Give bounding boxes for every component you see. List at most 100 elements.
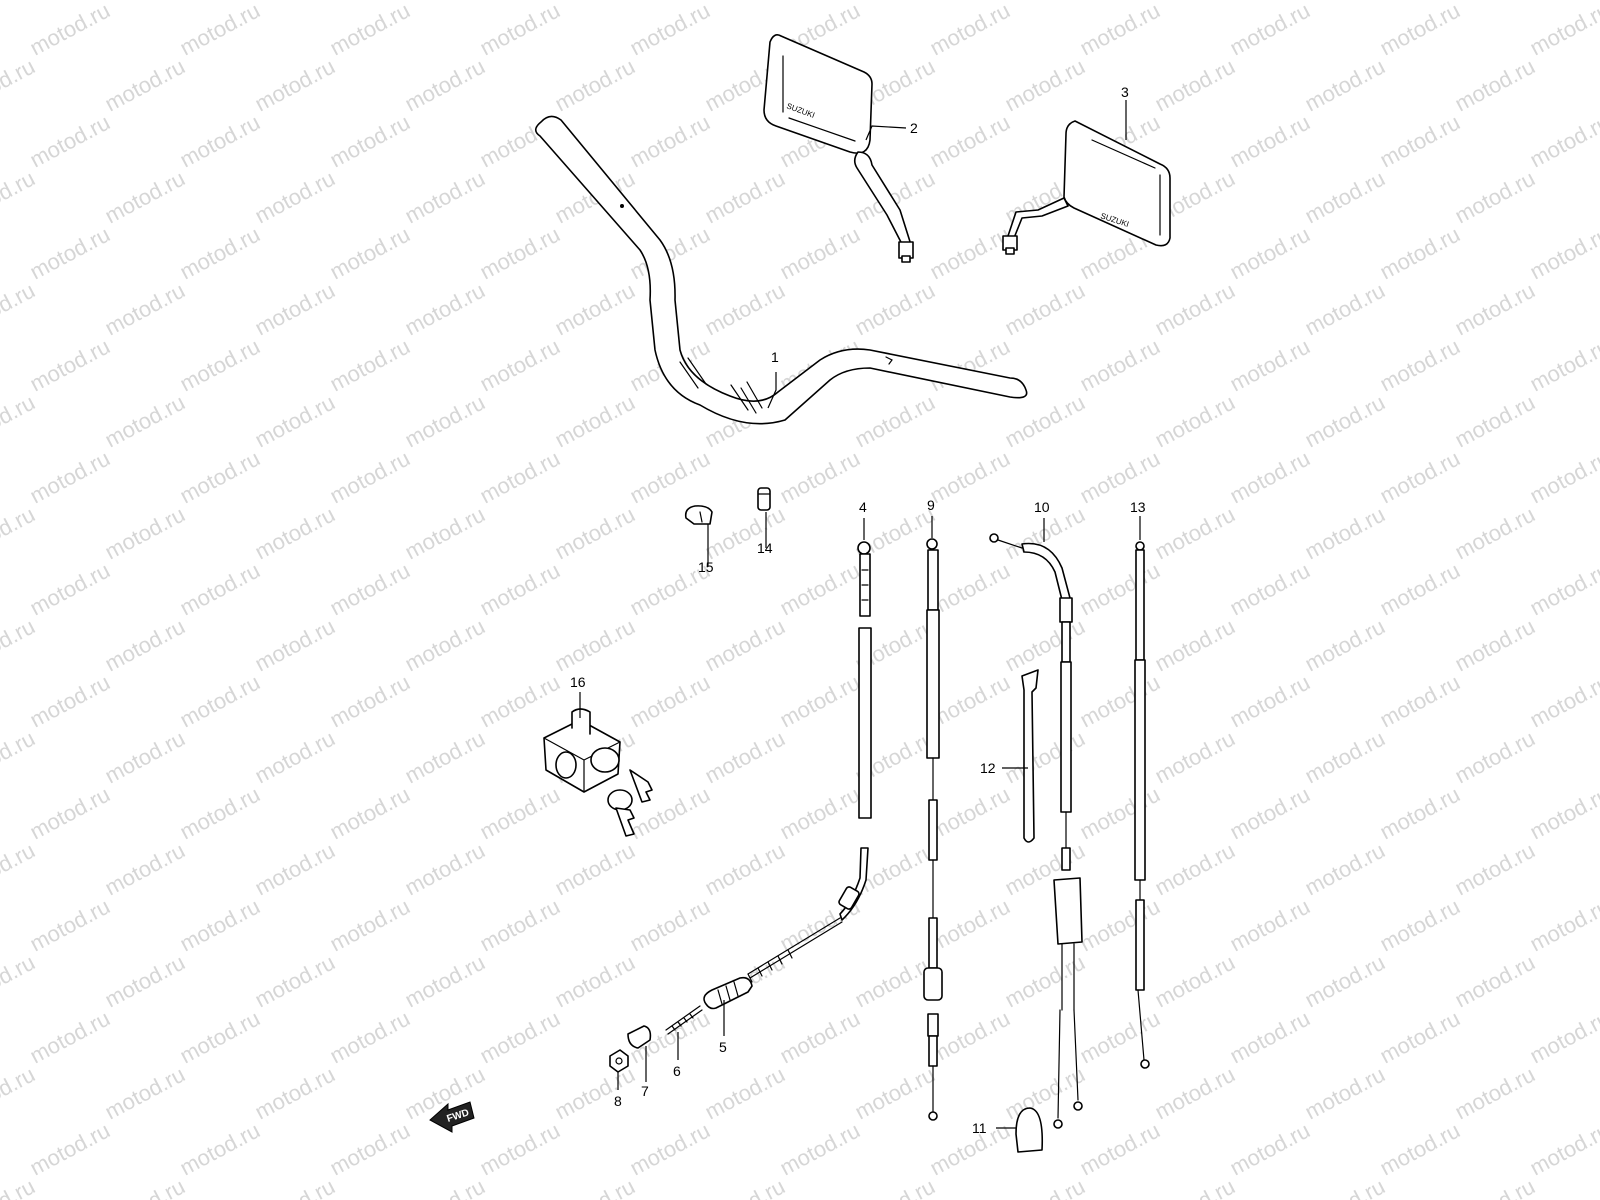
watermark-text: motod.ru bbox=[1226, 334, 1314, 397]
watermark-text: motod.ru bbox=[1001, 614, 1089, 677]
watermark-text: motod.ru bbox=[1451, 614, 1539, 677]
watermark-text: motod.ru bbox=[551, 950, 639, 1013]
watermark-text: motod.ru bbox=[1451, 166, 1539, 229]
watermark-text: motod.ru bbox=[401, 390, 489, 453]
watermark-text: motod.ru bbox=[401, 614, 489, 677]
watermark-text: motod.ru bbox=[1301, 838, 1389, 901]
watermark-text: motod.ru bbox=[326, 1118, 414, 1181]
watermark-text: motod.ru bbox=[701, 1062, 789, 1125]
watermark-text: motod.ru bbox=[551, 502, 639, 565]
watermark-text: motod.ru bbox=[101, 0, 189, 4]
watermark-text: motod.ru bbox=[176, 446, 264, 509]
watermark-text: motod.ru bbox=[476, 782, 564, 845]
watermark-text: motod.ru bbox=[101, 1174, 189, 1200]
watermark-text: motod.ru bbox=[326, 782, 414, 845]
watermark-text: motod.ru bbox=[401, 166, 489, 229]
watermark-text: motod.ru bbox=[1226, 782, 1314, 845]
watermark-text: motod.ru bbox=[176, 894, 264, 957]
watermark-text: motod.ru bbox=[26, 558, 114, 621]
watermark-text: motod.ru bbox=[851, 0, 939, 4]
callout-5: 5 bbox=[719, 1039, 727, 1055]
watermark-text: motod.ru bbox=[1526, 0, 1600, 60]
watermark-text: motod.ru bbox=[1376, 446, 1464, 509]
watermark-text: motod.ru bbox=[251, 166, 339, 229]
watermark-text: motod.ru bbox=[1376, 1006, 1464, 1069]
watermark-text: motod.ru bbox=[176, 1006, 264, 1069]
watermark-text: motod.ru bbox=[1151, 614, 1239, 677]
watermark-text: motod.ru bbox=[26, 894, 114, 957]
watermark-text: motod.ru bbox=[1076, 0, 1164, 60]
watermark-text: motod.ru bbox=[701, 278, 789, 341]
watermark-text: motod.ru bbox=[1001, 0, 1089, 4]
callout-8: 8 bbox=[614, 1093, 622, 1109]
watermark-text: motod.ru bbox=[101, 390, 189, 453]
mirror-left: SUZUKI bbox=[763, 34, 914, 263]
watermark-text: motod.ru bbox=[401, 838, 489, 901]
watermark-text: motod.ru bbox=[551, 614, 639, 677]
callout-11: 11 bbox=[972, 1120, 987, 1136]
watermark-text: motod.ru bbox=[101, 614, 189, 677]
watermark-text: motod.ru bbox=[0, 502, 39, 565]
watermark-text: motod.ru bbox=[1376, 894, 1464, 957]
watermark-text: motod.ru bbox=[1451, 390, 1539, 453]
watermark-text: motod.ru bbox=[701, 166, 789, 229]
watermark-text: motod.ru bbox=[551, 54, 639, 117]
watermark-text: motod.ru bbox=[1151, 1062, 1239, 1125]
watermark-text: motod.ru bbox=[26, 446, 114, 509]
watermark-text: motod.ru bbox=[251, 1062, 339, 1125]
watermark-text: motod.ru bbox=[1001, 278, 1089, 341]
watermark-text: motod.ru bbox=[1376, 334, 1464, 397]
watermark-text: motod.ru bbox=[926, 110, 1014, 173]
watermark-text: motod.ru bbox=[176, 558, 264, 621]
watermark-text: motod.ru bbox=[251, 838, 339, 901]
watermark-text: motod.ru bbox=[776, 558, 864, 621]
watermark-text: motod.ru bbox=[0, 166, 39, 229]
watermark-text: motod.ru bbox=[176, 670, 264, 733]
watermark-text: motod.ru bbox=[326, 894, 414, 957]
watermark-text: motod.ru bbox=[1076, 446, 1164, 509]
watermark-text: motod.ru bbox=[476, 894, 564, 957]
watermark-text: motod.ru bbox=[776, 670, 864, 733]
spring-6 bbox=[665, 1005, 703, 1035]
watermark-text: motod.ru bbox=[1151, 726, 1239, 789]
watermark-text: motod.ru bbox=[251, 0, 339, 4]
watermark-text: motod.ru bbox=[1001, 1062, 1089, 1125]
watermark-text: motod.ru bbox=[776, 1006, 864, 1069]
callout-labels: 1 2 3 4 5 6 7 8 9 10 11 12 13 14 15 16 bbox=[570, 84, 1146, 1136]
watermark-text: motod.ru bbox=[176, 782, 264, 845]
watermark-text: motod.ru bbox=[1451, 0, 1539, 4]
watermark-text: motod.ru bbox=[851, 1174, 939, 1200]
watermark-text: motod.ru bbox=[0, 54, 39, 117]
watermark-text: motod.ru bbox=[701, 1174, 789, 1200]
watermark-text: motod.ru bbox=[101, 950, 189, 1013]
watermark-text: motod.ru bbox=[326, 0, 414, 60]
watermark-text: motod.ru bbox=[1226, 110, 1314, 173]
callout-16: 16 bbox=[570, 674, 586, 690]
callout-2: 2 bbox=[910, 120, 918, 136]
watermark-text: motod.ru bbox=[251, 502, 339, 565]
watermark-text: motod.ru bbox=[401, 1174, 489, 1200]
watermark-text: motod.ru bbox=[1376, 0, 1464, 60]
watermark-text: motod.ru bbox=[401, 278, 489, 341]
cable-13 bbox=[1134, 541, 1150, 1069]
watermark-text: motod.ru bbox=[26, 110, 114, 173]
watermark-text: motod.ru bbox=[1451, 502, 1539, 565]
adjuster-7 bbox=[627, 1025, 652, 1049]
watermark-text: motod.ru bbox=[701, 0, 789, 4]
watermark-text: motod.ru bbox=[1301, 950, 1389, 1013]
mirror-right: SUZUKI bbox=[1002, 120, 1171, 255]
watermark-text: motod.ru bbox=[1226, 1118, 1314, 1181]
watermark-text: motod.ru bbox=[1301, 1062, 1389, 1125]
watermark-text: motod.ru bbox=[1376, 222, 1464, 285]
watermark-text: motod.ru bbox=[1226, 0, 1314, 60]
watermark-text: motod.ru bbox=[1526, 1006, 1600, 1069]
watermark-text: motod.ru bbox=[401, 0, 489, 4]
watermark-text: motod.ru bbox=[626, 894, 714, 957]
watermark-text: motod.ru bbox=[626, 110, 714, 173]
clip-14 bbox=[757, 487, 771, 511]
watermark-text: motod.ru bbox=[176, 0, 264, 60]
watermark-text: motod.ru bbox=[0, 838, 39, 901]
watermark-text: motod.ru bbox=[101, 278, 189, 341]
